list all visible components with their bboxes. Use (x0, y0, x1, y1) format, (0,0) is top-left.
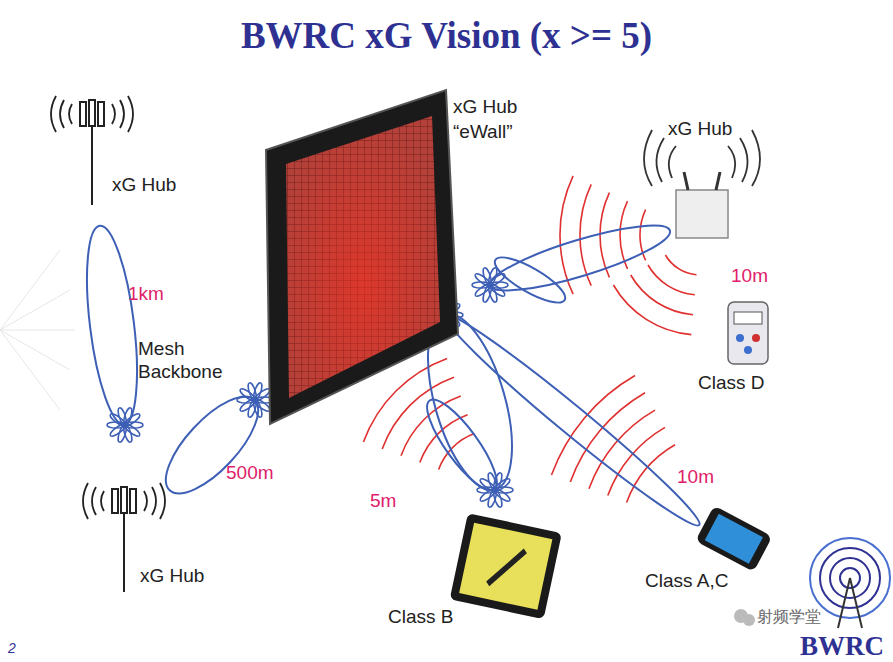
logo-text: BWRC (800, 630, 884, 662)
beam-petal (493, 477, 511, 492)
distance-label: 10m (677, 466, 714, 489)
distance-label: 10m (731, 265, 768, 288)
hub-label: xG Hub (112, 174, 176, 197)
hub-label: “eWall” (453, 121, 512, 144)
device-class: Class D (698, 372, 765, 395)
wavefront-arc (665, 255, 696, 275)
device-class: Class B (388, 606, 453, 629)
beam-petal (487, 472, 498, 491)
beam-petal (488, 272, 506, 287)
beam-petal (123, 412, 141, 427)
device-class: Class A,C (645, 570, 728, 593)
beam-petal (482, 267, 493, 286)
distance-label: 1km (128, 283, 164, 306)
hub-label: xG Hub (668, 118, 732, 141)
wavefront-arc (648, 265, 695, 295)
wavefront-arc (570, 393, 645, 482)
wavefront-arc (552, 376, 636, 476)
hub-label: xG Hub (140, 565, 204, 588)
wavefront-arc (560, 176, 573, 294)
wavefront-arc (420, 415, 468, 463)
beam-petal (247, 382, 258, 401)
wavefront-arc (613, 285, 691, 335)
slide-title: BWRC xG Vision (x >= 5) (0, 14, 893, 57)
backbone-label: Mesh Backbone (138, 338, 238, 384)
distance-label: 5m (370, 490, 396, 513)
wavefront-arc (631, 275, 693, 315)
watermark: 射频学堂 (757, 607, 821, 626)
beam-petal (117, 407, 128, 426)
wavefront-arc (600, 193, 609, 278)
hub-label: xG Hub (453, 96, 517, 119)
page-number: 2 (8, 640, 16, 657)
wavefront-arc (580, 184, 591, 285)
wavefront-arc (382, 377, 454, 449)
wavefront-arc (608, 427, 665, 495)
wavefront-arc (620, 201, 627, 269)
distance-label: 500m (226, 462, 274, 485)
